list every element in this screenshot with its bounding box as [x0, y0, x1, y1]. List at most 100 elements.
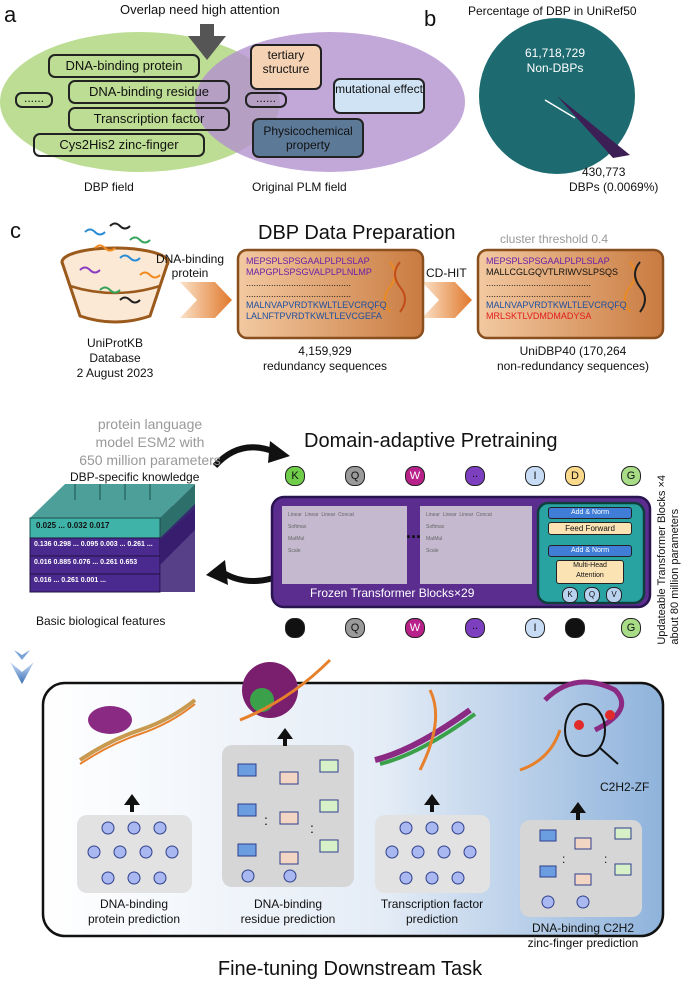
task-3-line-2: prediction	[405, 912, 459, 926]
esm-label-3: 650 million parameters	[79, 452, 221, 468]
non-dbp-count: 61,718,729	[524, 46, 586, 60]
pie-chart	[479, 18, 635, 174]
frozen-block-1	[282, 506, 407, 584]
task-1-line-2: protein prediction	[87, 912, 181, 926]
output-curve-arrowhead-icon	[206, 560, 228, 585]
top-token-dots: ..	[465, 466, 485, 486]
bottom-token-mask-2	[565, 618, 585, 638]
feature-row-0: 0.025 ... 0.032 0.017	[36, 521, 110, 530]
seq1-line-3: ........................................…	[246, 289, 352, 299]
protein-dna-illustration-4	[519, 679, 625, 772]
dbp-item-protein: DNA-binding protein	[48, 54, 200, 78]
nn-diagram-2	[237, 759, 339, 883]
seq-box-1-text: MEPSPLSPSGAALPLPLSLAP MAPGPLSPSGVALPLPLN…	[246, 256, 416, 322]
bottom-token-row: Q W .. I G	[283, 618, 643, 640]
task-up-arrows	[124, 728, 586, 820]
mini1-linear-b: Linear	[304, 512, 319, 518]
bottom-token-dots: ..	[465, 618, 485, 638]
mini2-softmax: Softmax	[426, 524, 445, 530]
overlap-note: Overlap need high attention	[120, 2, 280, 17]
task-4-line-1: DNA-binding C2H2	[531, 921, 635, 935]
nn4-dots-1: :	[562, 852, 566, 866]
cdhit-label: CD-HIT	[426, 266, 467, 280]
dbp-dots-box: ......	[15, 92, 53, 108]
esm-label-1: protein language	[97, 416, 203, 432]
dbp-item-c2h2: Cys2His2 zinc-finger	[33, 133, 205, 157]
add-norm-bottom: Add & Norm	[548, 545, 632, 557]
plm-dots-box: ......	[245, 92, 287, 108]
top-token-q: Q	[345, 466, 365, 486]
seq1-line-5: LALNFTPVRDTKWLTLEVCGEFA	[246, 311, 382, 321]
plm-tertiary-box: tertiary structure	[250, 44, 322, 90]
bottom-token-mask-1	[285, 618, 305, 638]
non-dbp-label: Non-DBPs	[526, 61, 584, 75]
task-4-line-2: zinc-finger prediction	[527, 936, 639, 950]
source-label-2: Database	[89, 351, 141, 365]
seq2-line-0: MEPSPLSPSGAALPLPLSLAP	[486, 256, 610, 266]
mini2-concat: Concat	[476, 512, 492, 518]
top-token-k: K	[285, 466, 305, 486]
seq1-line-0: MEPSPLSPSGAALPLPLSLAP	[246, 256, 370, 266]
mha-line-1: Multi-Head	[573, 562, 607, 569]
top-token-row: K Q W .. I D G	[283, 466, 643, 494]
seq2-line-4: MALNVAPVRDTKWLTLEVCRQFQ	[486, 300, 627, 310]
c2h2-zf-label: C2H2-ZF	[600, 780, 650, 794]
panel-c-label: c	[10, 218, 21, 243]
blocks-ellipsis: ...	[406, 522, 422, 542]
panel-a-label: a	[4, 2, 17, 27]
bottom-token-i: I	[525, 618, 545, 638]
kqv-v: V	[606, 587, 622, 603]
nn-diagram-4	[539, 827, 632, 909]
seq-box-2	[476, 248, 665, 340]
seq2-line-2: ........................................…	[486, 278, 592, 288]
mha-box: Multi-Head Attention	[556, 560, 624, 584]
dna-decoration-1-icon	[384, 261, 406, 313]
overlap-arrow-icon	[188, 24, 226, 60]
plm-mutational-box: mutational effect	[333, 78, 425, 114]
feature-row-1: 0.136 0.298 ... 0.095 0.003 ... 0.261 ..…	[34, 541, 153, 548]
source-label-1: UniProtKB	[86, 336, 144, 350]
add-norm-top: Add & Norm	[548, 507, 632, 519]
esm-curve-arrow-icon	[212, 444, 277, 469]
panel-b-label: b	[424, 6, 437, 31]
knowledge-label: DBP-specific knowledge	[70, 470, 200, 484]
source-label-3: 2 August 2023	[76, 366, 154, 380]
cluster-threshold: cluster threshold 0.4	[500, 232, 609, 246]
mini1-scale: Scale	[288, 548, 301, 554]
finetune-arrow-icon-top	[14, 650, 30, 660]
finetune-arrow-icon	[10, 662, 34, 684]
seq2-line-5: MRLSKTLVDMDMADYSA	[486, 311, 592, 321]
nn2-dots-2: :	[310, 820, 314, 836]
redundancy-label: redundancy sequences	[262, 359, 388, 373]
feature-stack	[29, 484, 195, 593]
seq1-line-4: MALNVAPVRDTKWLTLEVCRQFQ	[246, 300, 387, 310]
mini1-matmul: MatMul	[288, 536, 305, 542]
protein-dna-illustration-1	[78, 698, 197, 765]
pretrain-title: Domain-adaptive Pretraining	[304, 430, 558, 452]
nn-diagram-3	[385, 821, 477, 885]
mini2-linear-c: Linear	[459, 512, 474, 518]
mini2-linear-a: Linear	[426, 512, 440, 518]
top-token-w: W	[405, 466, 425, 486]
updatable-label-2: about 80 million parameters	[669, 508, 681, 645]
mini1-linear-a: Linear	[288, 512, 302, 518]
feature-row-3: 0.016 ... 0.261 0.001 ...	[34, 577, 106, 584]
mini2-matmul: MatMul	[426, 536, 443, 542]
pie-title: Percentage of DBP in UniRef50	[468, 4, 637, 18]
dna-binding-label-2: protein	[171, 266, 209, 280]
task-3-line-1: Transcription factor	[380, 897, 484, 911]
mini2-linear-b: Linear	[442, 512, 457, 518]
esm-label-2: model ESM2 with	[95, 434, 205, 450]
pie-slice-dbp	[557, 96, 630, 158]
mini1-linear-c: Linear	[321, 512, 336, 518]
mha-line-2: Attention	[576, 572, 604, 579]
updatable-label-1: Updateable Transformer Blocks ×4	[656, 475, 668, 645]
basic-features-label: Basic biological features	[36, 614, 166, 628]
mini1-concat: Concat	[338, 512, 354, 518]
dbp-item-residue: DNA-binding residue	[68, 80, 230, 104]
protein-dna-illustration-3	[374, 689, 477, 771]
database-bucket-icon	[60, 222, 170, 324]
frozen-label: Frozen Transformer Blocks×29	[310, 586, 475, 600]
finetune-title: Fine-tuning Downstream Task	[217, 958, 483, 980]
protein-dna-illustration-2	[239, 658, 332, 722]
